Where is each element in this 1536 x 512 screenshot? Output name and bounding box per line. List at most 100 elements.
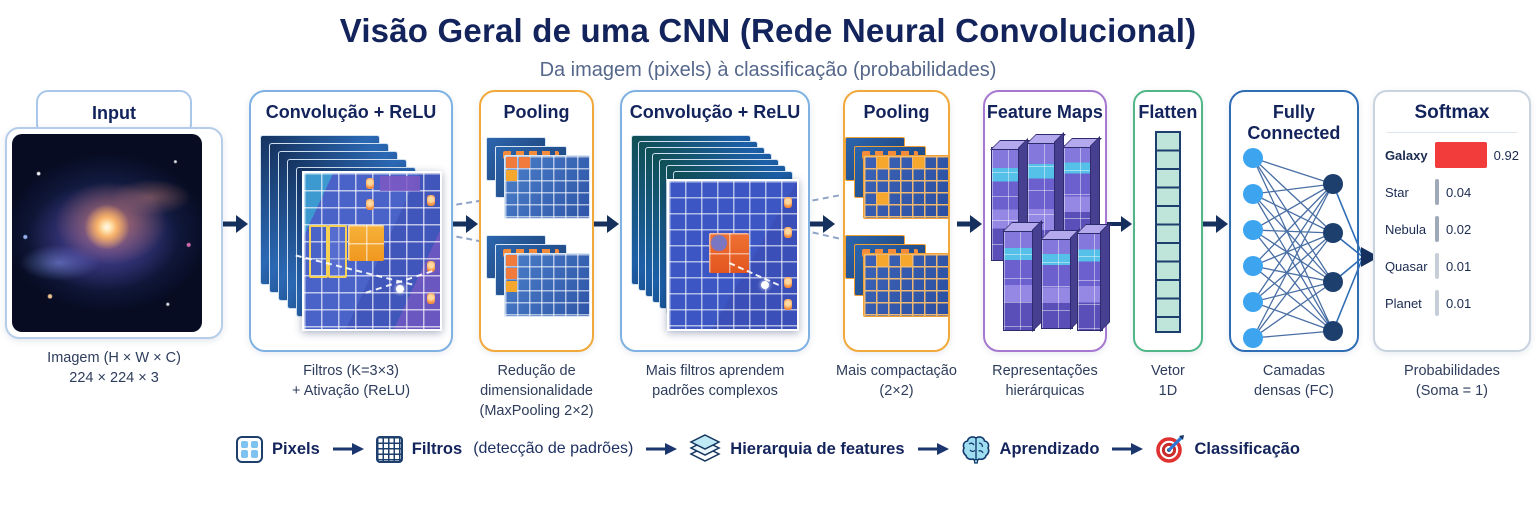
stage-caption: Vetor 1D: [1151, 363, 1185, 399]
legend-item-classificacao: Classificação: [1155, 434, 1300, 464]
pooled-maps-group: [485, 136, 590, 221]
fc-network: [1242, 148, 1379, 348]
layers-icon: [689, 434, 721, 462]
stage-pooling1: Pooling: [479, 90, 595, 421]
stage-softmax: Softmax Galaxy 0.92 Star 0.04 Nebula 0.0…: [1372, 90, 1531, 401]
feature-maps-cubes: [989, 133, 1103, 333]
stage-title: Flatten: [1138, 102, 1198, 122]
legend-item-hierarquia: Hierarquia de features: [689, 434, 905, 464]
brain-icon: [962, 435, 990, 464]
class-label: Star: [1384, 184, 1409, 200]
class-label: Quasar: [1384, 258, 1428, 274]
stage-feature-maps: Feature Maps Representações hierárquicas: [982, 90, 1107, 401]
stage-conv1: Convolução + ReLU: [249, 90, 454, 401]
legend-arrow-icon: [332, 443, 364, 455]
class-probability: 0.01: [1445, 258, 1472, 274]
stage-caption: Representações hierárquicas: [992, 363, 1098, 399]
legend-arrow-icon: [1112, 443, 1144, 455]
class-label: Nebula: [1384, 221, 1427, 237]
stage-fully-connected: Fully Connected Camadas densas (FC): [1228, 90, 1379, 401]
legend: Pixels Filtros (detecção de padrões) Hie…: [0, 434, 1536, 464]
pixels-grid-icon: [236, 435, 264, 463]
fc-card: Fully Connected: [1228, 90, 1379, 352]
legend-item-filtros: Filtros (detecção de padrões): [375, 435, 634, 463]
class-probability: 0.04: [1445, 184, 1472, 200]
stage-caption: Filtros (K=3×3) + Ativação (ReLU): [292, 363, 411, 399]
softmax-bar: [1434, 216, 1439, 243]
stage-pooling2: Pooling: [836, 90, 957, 401]
flow-arrow-icon: [1202, 212, 1229, 236]
stage-title: Feature Maps: [986, 102, 1103, 122]
softmax-bar: [1434, 142, 1487, 169]
stage-title: Pooling: [503, 102, 570, 122]
stage-title: Convolução + ReLU: [265, 102, 437, 122]
class-probability: 0.92: [1493, 147, 1519, 163]
softmax-row: Planet 0.01: [1385, 285, 1519, 322]
softmax-bar: [1434, 179, 1439, 206]
legend-label: Hierarquia de features: [730, 439, 905, 458]
page-subtitle: Da imagem (pixels) à classificação (prob…: [539, 59, 997, 81]
stage-caption: Mais filtros aprendem padrões complexos: [645, 363, 785, 399]
stage-caption: Mais compactação (2×2): [836, 363, 957, 399]
filter-grid-icon: [375, 435, 403, 463]
softmax-bar: [1434, 253, 1439, 280]
galaxy-image: [12, 134, 203, 332]
flatten-card: Flatten: [1132, 90, 1203, 352]
flow-arrow-icon: [594, 212, 620, 236]
legend-label: Classificação: [1194, 439, 1300, 458]
stage-title: Pooling: [863, 102, 930, 122]
conv1-card: Convolução + ReLU: [249, 90, 454, 352]
stage-caption: Camadas densas (FC): [1254, 363, 1334, 399]
kernel-highlight: [348, 224, 385, 261]
pooled-maps-group: [845, 234, 950, 319]
legend-label: Aprendizado: [999, 439, 1100, 458]
pooling1-card: Pooling: [479, 90, 595, 352]
stage-caption: Imagem (H × W × C) 224 × 224 × 3: [47, 350, 181, 386]
stage-flatten: Flatten Vetor 1D: [1132, 90, 1203, 401]
stage-conv2: Convolução + ReLU: [620, 90, 811, 401]
pooled-maps-group: [845, 136, 950, 221]
class-label: Galaxy: [1384, 147, 1428, 163]
softmax-row: Star 0.04: [1385, 174, 1519, 211]
conv-grid: [667, 178, 800, 331]
legend-label: Pixels: [272, 439, 320, 458]
stage-input: Input Imagem (H × W × C) 224 × 224 × 3: [5, 90, 224, 388]
class-label: Planet: [1384, 295, 1422, 311]
flow-arrow-icon: [453, 212, 479, 236]
softmax-row: Galaxy 0.92: [1385, 137, 1519, 174]
softmax-row: Nebula 0.02: [1385, 211, 1519, 248]
divider: [1386, 131, 1517, 133]
softmax-bar: [1434, 290, 1439, 317]
legend-arrow-icon: [917, 443, 949, 455]
class-probability: 0.01: [1445, 295, 1472, 311]
target-icon: [1156, 435, 1185, 463]
flow-arrow-icon: [810, 212, 836, 236]
stage-caption: Probabilidades (Soma = 1): [1403, 363, 1500, 399]
feature-map-stack: [260, 134, 443, 331]
softmax-row: Quasar 0.01: [1385, 248, 1519, 285]
legend-label: Filtros: [411, 439, 463, 458]
legend-item-pixels: Pixels: [236, 435, 320, 463]
feature-maps-card: Feature Maps: [982, 90, 1107, 352]
pooled-maps-group: [485, 234, 590, 319]
kernel-highlight: [709, 232, 750, 273]
legend-sublabel: (detecção de padrões): [473, 440, 634, 457]
legend-item-aprendizado: Aprendizado: [961, 435, 1100, 464]
stage-title: Softmax: [1414, 102, 1490, 123]
conv-grid: [295, 170, 443, 331]
flatten-vector: [1154, 130, 1181, 333]
stage-title: Fully Connected: [1247, 102, 1341, 143]
flow-arrow-icon: [223, 212, 249, 236]
feature-map-stack: [631, 134, 800, 331]
stage-caption: Redução de dimensionalidade (MaxPooling …: [479, 363, 594, 419]
pooling2-card: Pooling: [842, 90, 950, 352]
legend-arrow-icon: [646, 443, 678, 455]
stage-title: Convolução + ReLU: [629, 102, 801, 122]
softmax-panel: Softmax Galaxy 0.92 Star 0.04 Nebula 0.0…: [1372, 90, 1531, 352]
pipeline: Input Imagem (H × W × C) 224 × 224 × 3 C…: [0, 90, 1536, 421]
input-image-frame: [5, 127, 224, 339]
header: Visão Geral de uma CNN (Rede Neural Conv…: [0, 0, 1536, 82]
flow-arrow-icon: [956, 212, 983, 236]
class-probability: 0.02: [1445, 221, 1472, 237]
